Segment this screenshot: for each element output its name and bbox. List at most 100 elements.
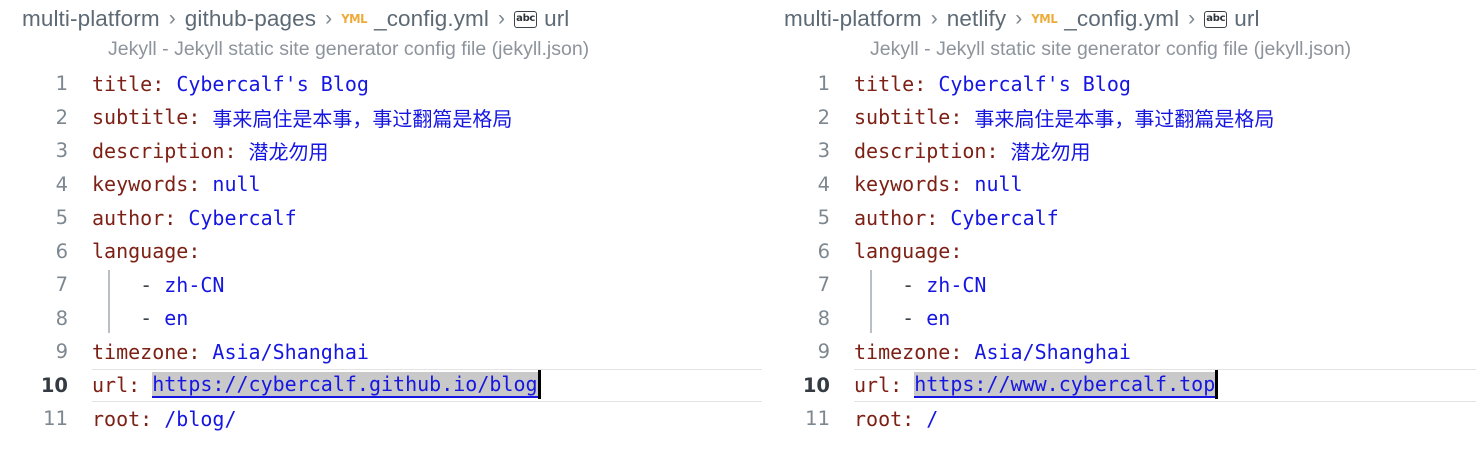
yaml-key[interactable]: title <box>92 71 153 96</box>
yaml-value[interactable]: en <box>164 306 189 331</box>
code-line-content[interactable]: title: Cybercalf's Blog <box>80 72 762 96</box>
code-line-content[interactable]: language: <box>80 239 762 263</box>
yaml-key[interactable]: author <box>92 205 165 230</box>
yaml-value[interactable]: Cybercalf <box>188 205 297 230</box>
yaml-key[interactable]: language <box>854 239 951 264</box>
yaml-key[interactable]: timezone <box>92 339 189 364</box>
yaml-value[interactable]: Cybercalf <box>950 205 1059 230</box>
yaml-key[interactable]: description <box>854 138 987 163</box>
code-line-content[interactable]: timezone: Asia/Shanghai <box>80 340 762 364</box>
breadcrumb-item-folder[interactable]: netlify <box>946 6 1007 31</box>
yaml-value[interactable]: Cybercalf's Blog <box>176 71 369 96</box>
code-line-content[interactable]: keywords: null <box>842 172 1476 196</box>
yaml-key[interactable]: language <box>92 239 189 264</box>
yaml-sequence-dash: - <box>140 272 153 297</box>
yaml-key[interactable]: author <box>854 205 927 230</box>
breadcrumb-item-root[interactable]: multi-platform <box>22 6 160 31</box>
yaml-value[interactable]: en <box>926 306 951 331</box>
code-line-content[interactable]: - en <box>842 306 1476 330</box>
yaml-value[interactable]: null <box>974 172 1023 197</box>
breadcrumb-item-folder[interactable]: github-pages <box>184 6 317 31</box>
code-line-content[interactable]: root: / <box>842 407 1476 431</box>
yaml-value-selected-url[interactable]: https://www.cybercalf.top <box>914 372 1216 399</box>
yaml-key[interactable]: root <box>854 406 903 431</box>
code-line-content[interactable]: description: 潜龙勿用 <box>80 136 762 165</box>
yaml-key[interactable]: root <box>92 406 141 431</box>
yaml-value[interactable]: 事来扃住是本事，事过翻篇是格局 <box>212 106 513 131</box>
yaml-key[interactable]: url <box>854 373 891 398</box>
code-line-content[interactable]: - zh-CN <box>842 273 1476 297</box>
code-line-content[interactable]: - zh-CN <box>80 273 762 297</box>
yaml-key[interactable]: description <box>92 138 225 163</box>
breadcrumb[interactable]: multi-platform › github-pages › YML _con… <box>0 0 762 38</box>
yaml-key[interactable]: title <box>854 71 915 96</box>
code-line-content[interactable]: subtitle: 事来扃住是本事，事过翻篇是格局 <box>842 103 1476 132</box>
yaml-key[interactable]: url <box>92 373 129 398</box>
breadcrumb-item-root[interactable]: multi-platform <box>784 6 922 31</box>
code-line-content[interactable]: author: Cybercalf <box>80 206 762 230</box>
code-line[interactable]: 8 - en <box>762 302 1476 336</box>
yaml-colon: : <box>926 205 939 230</box>
code-line-content[interactable]: author: Cybercalf <box>842 206 1476 230</box>
code-line-content[interactable]: root: /blog/ <box>80 407 762 431</box>
yaml-value[interactable]: Cybercalf's Blog <box>938 71 1131 96</box>
yaml-value[interactable]: zh-CN <box>164 272 225 297</box>
code-line-content[interactable]: url: https://cybercalf.github.io/blog <box>80 369 762 400</box>
yaml-value[interactable]: null <box>212 172 261 197</box>
yaml-value[interactable]: zh-CN <box>926 272 987 297</box>
code-line-content[interactable]: subtitle: 事来扃住是本事，事过翻篇是格局 <box>80 103 762 132</box>
breadcrumb-separator-icon: › <box>1015 7 1023 30</box>
breadcrumb-item-file[interactable]: YML _config.yml <box>1031 6 1179 32</box>
yaml-key[interactable]: subtitle <box>92 105 189 130</box>
breadcrumb[interactable]: multi-platform › netlify › YML _config.y… <box>762 0 1476 38</box>
code-line[interactable]: 7 - zh-CN <box>762 268 1476 302</box>
yaml-value[interactable]: 潜龙勿用 <box>1010 140 1091 165</box>
code-line[interactable]: 7 - zh-CN <box>0 268 762 302</box>
code-line[interactable]: 8 - en <box>0 302 762 336</box>
breadcrumb-item-file[interactable]: YML _config.yml <box>341 6 489 32</box>
code-line-content[interactable]: language: <box>842 239 1476 263</box>
yaml-value[interactable]: /blog/ <box>164 406 237 431</box>
yaml-value[interactable]: Asia/Shanghai <box>974 339 1131 364</box>
yaml-key[interactable]: keywords <box>854 172 951 197</box>
code-line-content[interactable]: - en <box>80 306 762 330</box>
yaml-key[interactable]: keywords <box>92 172 189 197</box>
code-line-content[interactable]: description: 潜龙勿用 <box>842 136 1476 165</box>
space <box>200 340 212 364</box>
breadcrumb-item-symbol[interactable]: abc url <box>1204 6 1259 32</box>
code-line-content[interactable]: keywords: null <box>80 172 762 196</box>
code-line-content[interactable]: title: Cybercalf's Blog <box>842 72 1476 96</box>
abc-string-symbol-icon: abc <box>1204 10 1228 28</box>
space <box>926 72 938 96</box>
yaml-key[interactable]: timezone <box>854 339 951 364</box>
yaml-value[interactable]: / <box>926 406 939 431</box>
yaml-value[interactable]: Asia/Shanghai <box>212 339 369 364</box>
yaml-value[interactable]: 事来扃住是本事，事过翻篇是格局 <box>974 106 1275 131</box>
code-line-content[interactable]: url: https://www.cybercalf.top <box>842 369 1476 400</box>
breadcrumb-item-symbol[interactable]: abc url <box>514 6 569 32</box>
yaml-value-selected-url[interactable]: https://cybercalf.github.io/blog <box>152 372 538 399</box>
code-line-content[interactable]: timezone: Asia/Shanghai <box>842 340 1476 364</box>
yaml-value[interactable]: 潜龙勿用 <box>248 140 329 165</box>
yaml-key[interactable]: subtitle <box>854 105 951 130</box>
